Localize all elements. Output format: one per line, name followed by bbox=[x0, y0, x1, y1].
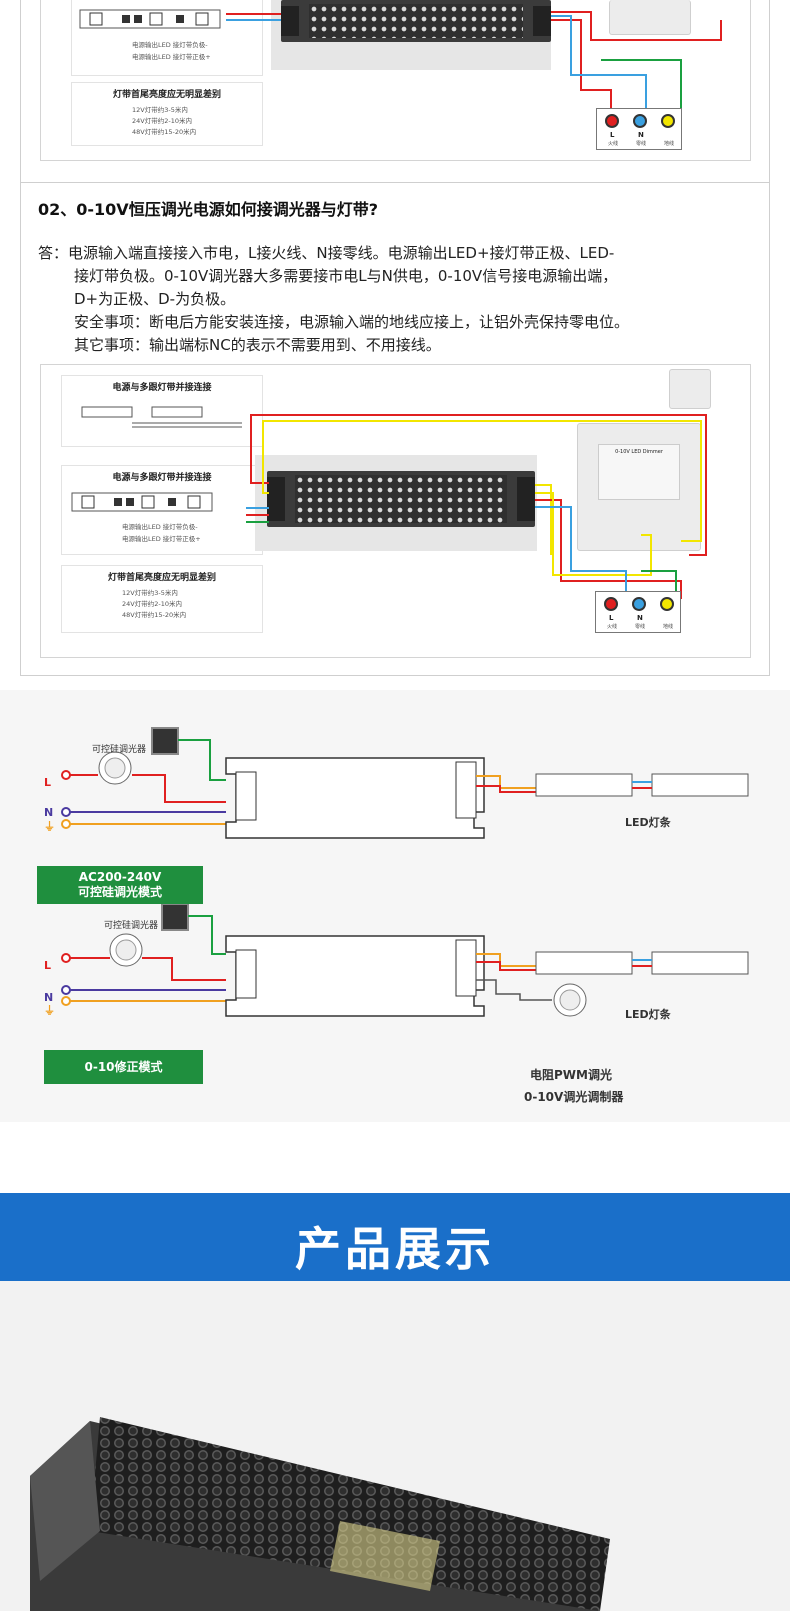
terminal-n-label: N bbox=[44, 991, 54, 1004]
terminal-e-label: ⏚ bbox=[44, 820, 55, 833]
answer-line: 接灯带负极。0-10V调光器大多需要接市电L与N供电，0-10V信号接电源输出端… bbox=[74, 267, 618, 285]
terminal-n-label: N bbox=[44, 806, 54, 819]
question-title: 02、0-10V恒压调光电源如何接调光器与灯带? bbox=[38, 200, 378, 219]
mode1-badge-line2: 可控硅调光模式 bbox=[77, 885, 162, 899]
mains-terminal: L N 火线 零线 地线 bbox=[595, 591, 681, 633]
ln-label-l: L bbox=[609, 614, 614, 622]
terminal-l-label: L bbox=[44, 776, 52, 789]
ln-sub-e: 地线 bbox=[663, 624, 674, 630]
pwm-label-1: 电阻PWM调光 bbox=[530, 1068, 612, 1082]
brightness-title: 灯带首尾亮度应无明显差别 bbox=[107, 573, 216, 583]
ln-sub-l: 火线 bbox=[607, 624, 618, 630]
mode1-badge-line1: AC200-240V bbox=[78, 870, 162, 884]
scr-dimmer-label: 可控硅调光器 bbox=[104, 921, 159, 931]
scr-dimmer-label: 可控硅调光器 bbox=[92, 745, 147, 755]
terminal-e-label: ⏚ bbox=[44, 1004, 55, 1017]
ln-label-l: L bbox=[610, 131, 615, 139]
brightness-line: 24V灯带约2-10米内 bbox=[132, 117, 192, 125]
dimmer-image bbox=[609, 0, 691, 35]
brightness-title: 灯带首尾亮度应无明显差别 bbox=[112, 90, 221, 100]
section-banner bbox=[0, 1193, 790, 1281]
pwm-label-2: 0-10V调光调制器 bbox=[524, 1090, 624, 1104]
ln-label-n: N bbox=[638, 131, 644, 139]
product-image bbox=[30, 1417, 610, 1611]
ln-sub-n: 零线 bbox=[635, 624, 646, 630]
ln-sub-e: 地线 bbox=[664, 141, 675, 147]
dimmer-wires bbox=[246, 414, 707, 599]
brightness-panel: 灯带首尾亮度应无明显差别 12V灯带约3-5米内 24V灯带约2-10米内 48… bbox=[61, 565, 263, 633]
mode1-badge: AC200-240V 可控硅调光模式 bbox=[37, 866, 203, 904]
brightness-line: 48V灯带约15-20米内 bbox=[132, 128, 197, 136]
brightness-panel: 灯带首尾亮度应无明显差别 12V灯带约3-5米内 24V灯带约2-10米内 48… bbox=[71, 82, 263, 146]
parallel-strips bbox=[81, 406, 242, 428]
parallel-panel-1: 电源与多跟灯带并接连接 bbox=[61, 375, 263, 447]
dimmer-label: 0-10V LED Dimmer bbox=[598, 444, 680, 500]
led-strip-label: LED灯条 bbox=[625, 816, 671, 829]
terminal-l-label: L bbox=[44, 959, 52, 972]
ln-label-n: N bbox=[637, 614, 643, 622]
section-divider bbox=[20, 182, 770, 183]
parallel-title: 电源与多跟灯带并接连接 bbox=[112, 383, 212, 393]
psu-image bbox=[281, 0, 551, 42]
strip-note-neg: 电源输出LED 接灯带负极- bbox=[122, 523, 198, 531]
answer-line: 其它事项：输出端标NC的表示不需要用到、不用接线。 bbox=[74, 336, 441, 354]
answer-text: 答：电源输入端直接接入市电，L接火线、N接零线。电源输出LED+接灯带正极、LE… bbox=[38, 242, 758, 357]
strip-note-pos: 电源输出LED 接灯带正极+ bbox=[132, 53, 211, 61]
parallel-panel-2: 电源与多跟灯带并接连接 电源输出LED 接灯带负极- 电源输出LED 接灯带正极… bbox=[61, 465, 263, 555]
dimmer-knob-image bbox=[669, 369, 711, 409]
brightness-line: 12V灯带约3-5米内 bbox=[132, 106, 188, 114]
led-strip-image bbox=[71, 492, 213, 512]
dimmer-wiring-diagram: 电源与多跟灯带并接连接 电源与多跟灯带并接连接 电源输出LED 接灯带负极- 电… bbox=[40, 364, 751, 658]
strip-note-neg: 电源输出LED 接灯带负极- bbox=[132, 41, 208, 49]
strip-panel: 电源输出LED 接灯带负极- 电源输出LED 接灯带正极+ bbox=[71, 0, 263, 76]
answer-line: 安全事项：断电后方能安装连接，电源输入端的地线应接上，让铝外壳保持零电位。 bbox=[74, 313, 630, 331]
top-wires bbox=[226, 11, 722, 110]
brightness-line: 24V灯带约2-10米内 bbox=[122, 600, 182, 608]
answer-line: 答：电源输入端直接接入市电，L接火线、N接零线。电源输出LED+接灯带正极、LE… bbox=[38, 244, 615, 262]
led-strip-label: LED灯条 bbox=[625, 1008, 671, 1021]
dimmer-image: 0-10V LED Dimmer bbox=[577, 423, 701, 551]
psu-image bbox=[267, 471, 535, 527]
strip-note-pos: 电源输出LED 接灯带正极+ bbox=[122, 535, 201, 543]
mains-terminal: L N 火线 零线 地线 bbox=[596, 108, 682, 150]
ln-sub-l: 火线 bbox=[608, 141, 619, 147]
brightness-line: 48V灯带约15-20米内 bbox=[122, 611, 187, 619]
wiring-schematics bbox=[61, 727, 749, 1017]
brightness-line: 12V灯带约3-5米内 bbox=[122, 589, 178, 597]
ln-sub-n: 零线 bbox=[636, 141, 647, 147]
banner-title: 产品展示 bbox=[295, 1222, 495, 1276]
parallel-title: 电源与多跟灯带并接连接 bbox=[112, 473, 212, 483]
answer-line: D+为正极、D-为负极。 bbox=[74, 290, 236, 308]
led-strip-image bbox=[79, 9, 221, 29]
top-wiring-diagram: 电源输出LED 接灯带负极- 电源输出LED 接灯带正极+ 灯带首尾亮度应无明显… bbox=[40, 0, 751, 161]
mode2-badge: 0-10修正模式 bbox=[44, 1050, 203, 1084]
